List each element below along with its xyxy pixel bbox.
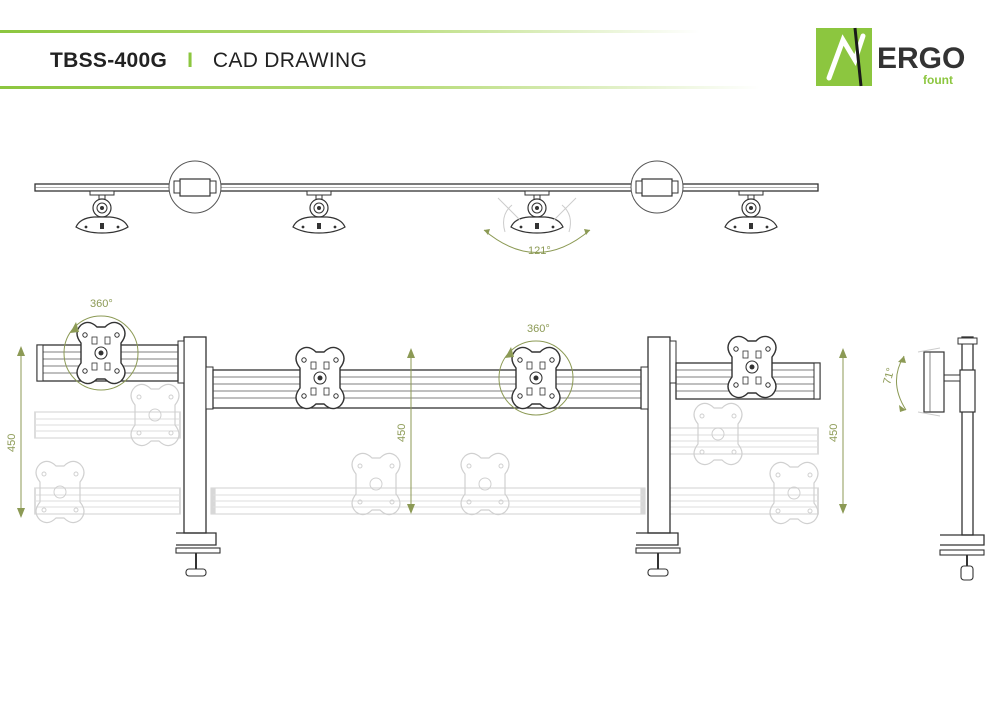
top-view-mount-2 bbox=[292, 190, 346, 234]
height-label-mid: 450 bbox=[396, 424, 408, 442]
height-dimension-mid: 450 bbox=[396, 348, 415, 514]
tilt-arc-side bbox=[896, 355, 907, 411]
top-view-mount-1 bbox=[75, 190, 129, 234]
height-label-left: 450 bbox=[6, 434, 18, 452]
side-view-plate bbox=[923, 351, 945, 413]
top-view: 121° bbox=[34, 160, 819, 257]
beam-middle bbox=[212, 369, 642, 409]
rotation-circle-mid bbox=[498, 340, 574, 416]
height-dimension-right: 450 bbox=[828, 348, 847, 514]
rotation-circle-left bbox=[63, 315, 139, 391]
vesa-plate-2 bbox=[295, 346, 345, 410]
logo-wordmark: ERGO bbox=[877, 42, 965, 75]
side-view-pole bbox=[961, 336, 974, 536]
front-view: 360° 360° 450 450 450 bbox=[6, 298, 847, 577]
tilt-angle-top-label: 121° bbox=[528, 245, 551, 257]
model-number: TBSS-400G bbox=[50, 49, 168, 72]
vesa-plate-1 bbox=[76, 321, 126, 385]
logo-subtitle: fount bbox=[923, 73, 953, 87]
side-view: 71° bbox=[881, 336, 985, 581]
desk-clamp-right bbox=[636, 532, 679, 546]
rotation-label-left: 360° bbox=[90, 298, 113, 310]
side-view-clamp bbox=[940, 534, 985, 546]
tilt-side-label: 71° bbox=[881, 367, 897, 386]
pole-left bbox=[183, 336, 207, 534]
top-view-mount-3 bbox=[510, 190, 564, 234]
height-dimension-left: 450 bbox=[6, 346, 25, 518]
desk-clamp-left bbox=[176, 532, 217, 546]
vesa-plate-4 bbox=[727, 335, 777, 399]
rotation-label-mid: 360° bbox=[527, 323, 550, 335]
vesa-plate-3 bbox=[511, 346, 561, 410]
page-header: TBSS-400G I CAD DRAWING bbox=[50, 48, 367, 74]
top-view-mount-4 bbox=[724, 190, 778, 234]
pole-right bbox=[647, 336, 671, 534]
header-separator: I bbox=[187, 49, 193, 72]
header-rule-top bbox=[0, 30, 700, 33]
document-type: CAD DRAWING bbox=[212, 49, 368, 72]
ergofount-logo: ERGO fount bbox=[816, 27, 965, 87]
tilt-arc-top bbox=[483, 229, 591, 253]
height-label-right: 450 bbox=[828, 424, 840, 442]
header-rule-bottom bbox=[0, 86, 760, 89]
